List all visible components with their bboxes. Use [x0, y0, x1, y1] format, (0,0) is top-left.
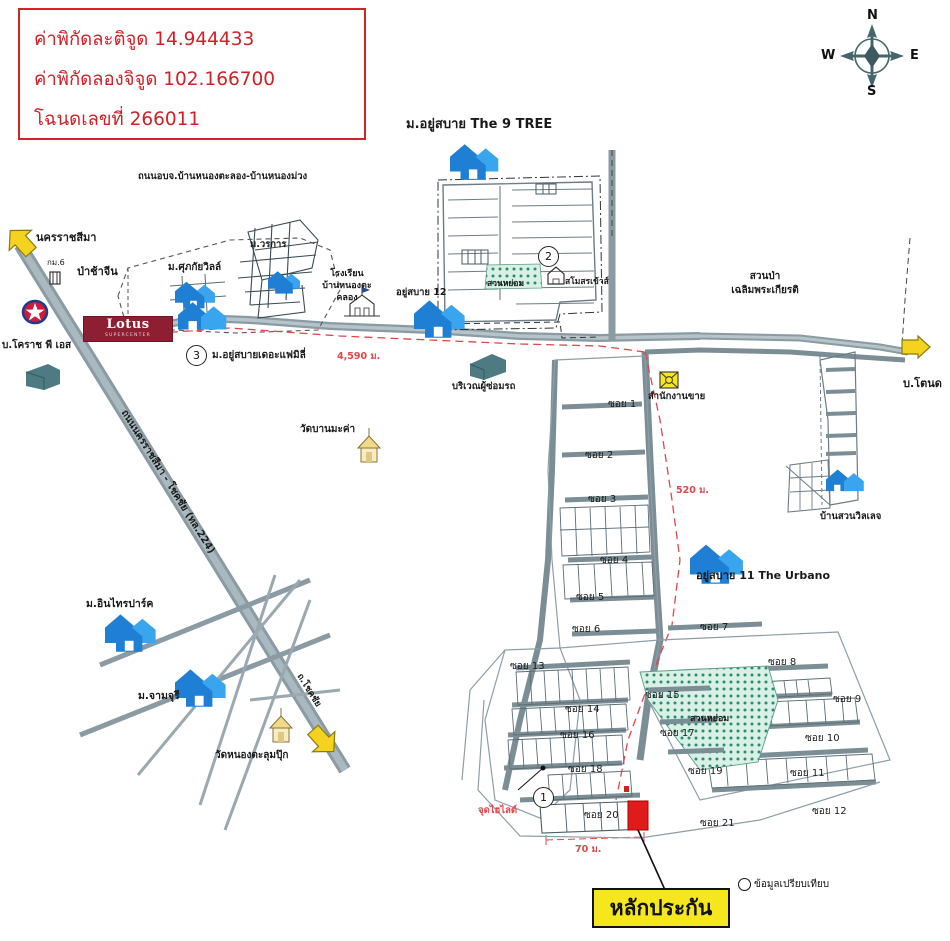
soi-label-3: ซอย 3 — [588, 494, 617, 505]
label-yoosabai-12: อยู่สบาย 12 — [396, 287, 447, 298]
compass-south-label: S — [867, 84, 877, 99]
label-nakhon-ratchasima: นครราชสีมา — [36, 231, 97, 244]
soi-label-11: ซอย 11 — [790, 768, 825, 779]
label-km6: กม.6 — [47, 258, 65, 267]
collateral-plot — [627, 800, 649, 831]
label-supakai-ville: ม.ศุภกัยวิลล์ — [168, 262, 222, 273]
soi-label-6: ซอย 6 — [572, 624, 601, 635]
collateral-callout-box: หลักประกัน — [592, 888, 730, 928]
distance-520m: 520 ม. — [676, 485, 710, 496]
marker-three: 3 — [186, 345, 207, 366]
label-sales-office: สำนักงานขาย — [648, 391, 706, 402]
soi-label-10: ซอย 10 — [805, 733, 840, 744]
soi-label-18: ซอย 18 — [568, 764, 603, 775]
label-korat-ps: บ.โคราช พี เอส — [2, 340, 72, 351]
compass-west-label: W — [821, 48, 836, 63]
label-forest-park-line2: เฉลิมพระเกียรติ — [731, 285, 799, 296]
label-local-road: ถนนอบจ.บ้านหนองตะลอง-บ้านหนองม่วง — [138, 171, 308, 182]
direction-arrow-east — [901, 334, 931, 360]
soi-label-1: ซอย 1 — [608, 399, 637, 410]
soi-label-20: ซอย 20 — [584, 810, 619, 821]
label-school-line1: โรงเรียน — [330, 269, 364, 279]
soi-label-16: ซอย 16 — [560, 730, 595, 741]
label-the-9-tree: ม.อยู่สบาย The 9 TREE — [406, 117, 553, 132]
label-ban-tanod: บ.โตนด — [903, 377, 942, 390]
lotus-logo-subtitle: SUPERCENTER — [105, 333, 151, 338]
lotus-supercenter-logo: Lotus SUPERCENTER — [83, 316, 173, 342]
coordinate-info-box: ค่าพิกัดละติจูด 14.944433 ค่าพิกัดลองจิจ… — [18, 8, 366, 140]
lotus-logo-name: Lotus — [106, 317, 150, 332]
soi-label-19: ซอย 19 — [688, 766, 723, 777]
subdivision-sois-lower — [461, 647, 881, 891]
soi-label-4: ซอย 4 — [600, 555, 629, 566]
label-highlight-point: จุดไฮไลต์ — [478, 805, 518, 816]
subdivision-bansuan-village — [785, 351, 859, 513]
subdivision-sois-right — [639, 631, 891, 801]
house-cluster-icons — [105, 144, 864, 707]
label-bansuan-village: บ้านสวนวิลเลจ — [820, 511, 882, 522]
direction-arrow-northwest — [8, 229, 38, 258]
soi-label-5: ซอย 5 — [576, 592, 605, 603]
label-garden-upper: สวนหย่อม — [487, 279, 525, 289]
subdivision-the9tree — [437, 175, 603, 339]
label-garden-lower: สวนหย่อม — [690, 714, 730, 724]
label-forest-park: สวนป่า เฉลิมพระเกียรติ — [710, 270, 820, 298]
soi-label-13: ซอย 13 — [510, 661, 545, 672]
marker-two: 2 — [538, 246, 559, 267]
soi-label-15: ซอย 15 — [645, 690, 680, 701]
distance-4590m: 4,590 ม. — [337, 351, 381, 362]
collateral-leader-line — [637, 829, 666, 891]
compass-north-label: N — [867, 8, 878, 23]
label-car-repair-area: บริเวณผู้ซ่อมรถ — [452, 381, 516, 392]
label-worakarn: ม.วรการ — [250, 239, 287, 250]
soi-label-14: ซอย 14 — [565, 704, 600, 715]
label-yoosabai-family: ม.อยู่สบายเดอะแฟมิลี่ — [212, 350, 306, 361]
latitude-line: ค่าพิกัดละติจูด 14.944433 — [34, 29, 255, 50]
label-wat-ban-makha: วัดบานมะค่า — [300, 424, 356, 435]
soi-label-21: ซอย 21 — [700, 818, 735, 829]
marker-one: 1 — [533, 787, 554, 808]
distance-70m: 70 ม. — [575, 844, 602, 855]
collateral-callout-label: หลักประกัน — [609, 895, 713, 920]
legend-comparable: ข้อมูลเปรียบเทียบ — [738, 877, 829, 892]
direction-arrow-southeast — [306, 724, 336, 753]
soi-label-9: ซอย 9 — [833, 694, 862, 705]
longitude-line: ค่าพิกัดลองจิจูด 102.166700 — [34, 69, 276, 90]
landmark-icons — [8, 229, 931, 753]
label-chinese-cemetery: ป่าช้าจีน — [77, 265, 118, 278]
label-school: โรงเรียน บ้านหนองตะคลอง — [316, 268, 378, 304]
label-chamchuri: ม.จามจุรี — [138, 690, 180, 702]
compass-rose: N S W E — [820, 8, 924, 102]
label-school-line2: บ้านหนองตะคลอง — [322, 281, 372, 303]
label-clubhouse: สโมสรเข้าส์ — [565, 277, 609, 287]
soi-label-2: ซอย 2 — [585, 450, 614, 461]
soi-label-7: ซอย 7 — [700, 622, 729, 633]
soi-label-8: ซอย 8 — [768, 657, 797, 668]
deed-number-line: โฉนดเลขที่ 266011 — [34, 109, 201, 130]
comparable-marker-icon — [738, 878, 751, 891]
label-wat-nongtalumpuk: วัดหนองตะลุมปุ๊ก — [215, 750, 289, 761]
legend-comparable-label: ข้อมูลเปรียบเทียบ — [754, 879, 830, 890]
label-forest-park-line1: สวนป่า — [749, 271, 781, 282]
label-urbano-11: อยู่สบาย 11 The Urbano — [696, 569, 831, 582]
soi-label-17: ซอย 17 — [660, 728, 695, 739]
soi-label-12: ซอย 12 — [812, 806, 847, 817]
compass-east-label: E — [910, 48, 919, 63]
label-inthra-park: ม.อินไทรปาร์ค — [86, 598, 154, 610]
